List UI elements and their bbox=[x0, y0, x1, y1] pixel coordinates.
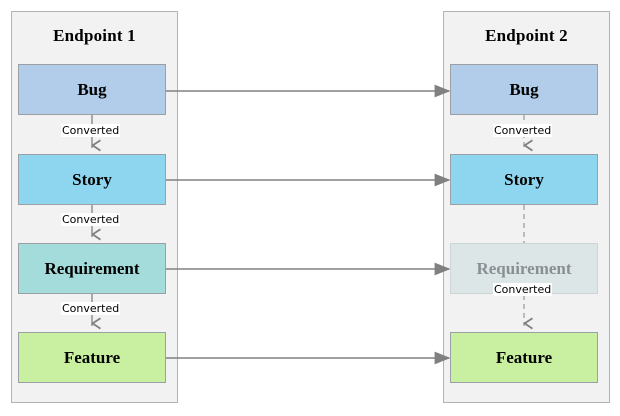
endpoint-1-node-story[interactable]: Story bbox=[18, 154, 166, 205]
endpoint-1-edge-label-requirement-feature: Converted bbox=[61, 302, 121, 315]
endpoint-1-node-feature-label: Feature bbox=[63, 347, 121, 367]
endpoint-1-edge-label-bug-story: Converted bbox=[61, 124, 121, 137]
endpoint-2-title: Endpoint 2 bbox=[485, 26, 568, 45]
mapping-edges bbox=[166, 84, 451, 365]
endpoint-1-node-requirement[interactable]: Requirement bbox=[18, 243, 166, 294]
endpoint-1-node-story-label: Story bbox=[72, 169, 112, 189]
endpoint-2-node-feature-label: Feature bbox=[495, 347, 553, 367]
endpoint-2-node-bug-label: Bug bbox=[509, 79, 539, 99]
endpoint-2-edge-label-story-feature: Converted bbox=[493, 283, 553, 296]
endpoint-1-edge-label-story-requirement: Converted bbox=[61, 213, 121, 226]
endpoint-2-node-story-label: Story bbox=[504, 169, 544, 189]
endpoint-1-node-feature[interactable]: Feature bbox=[18, 332, 166, 383]
endpoint-1-title: Endpoint 1 bbox=[53, 26, 136, 45]
endpoint-1-node-bug-label: Bug bbox=[77, 79, 107, 99]
endpoint-2-node-story[interactable]: Story bbox=[450, 154, 598, 205]
endpoint-2-node-bug[interactable]: Bug bbox=[450, 64, 598, 115]
endpoint-1-node-bug[interactable]: Bug bbox=[18, 64, 166, 115]
endpoint-2-node-requirement-label: Requirement bbox=[476, 258, 572, 278]
endpoint-2-edge-label-bug-story: Converted bbox=[493, 124, 553, 137]
endpoint-1-node-requirement-label: Requirement bbox=[44, 258, 140, 278]
endpoint-2-node-feature[interactable]: Feature bbox=[450, 332, 598, 383]
